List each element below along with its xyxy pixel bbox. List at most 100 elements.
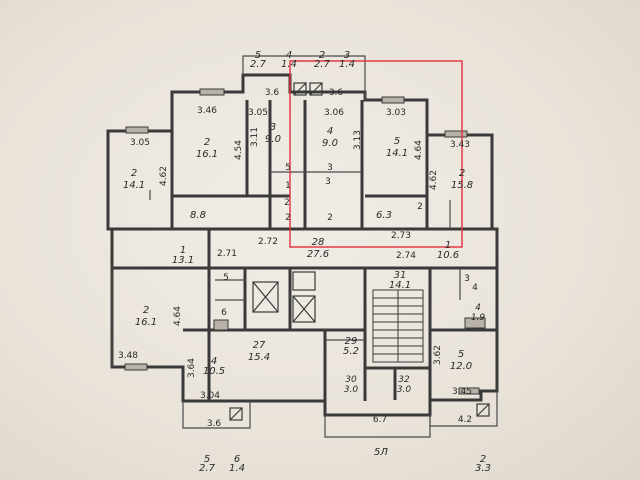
windows (124, 88, 486, 395)
bottom-label-num: 5 (204, 454, 210, 465)
room-area: 16.1 (196, 149, 218, 160)
small-room-numbers: 5 6 5 3 1 2 4 3 3 2 2 2 (221, 163, 478, 318)
room-area: 3.0 (397, 385, 412, 395)
top-balcony-labels: 5 2.7 4 1.4 2 2.7 3 1.4 (250, 50, 355, 70)
small-label: 2 (285, 213, 291, 223)
bottom-balcony-labels: 5 2.7 6 1.4 5Л 2 3.3 (199, 447, 491, 474)
room-area: 10.5 (203, 366, 225, 377)
stairs (372, 289, 424, 363)
room-number: 3 (270, 122, 276, 133)
dimension-label: 3.05 (130, 138, 150, 148)
dimension-label: 3.64 (187, 358, 197, 378)
top-label-num: 5 (255, 50, 261, 61)
small-label: 2 (327, 213, 333, 223)
thin-partitions (111, 171, 461, 367)
room-number: 2 (131, 168, 137, 179)
dimension-label: 2.72 (258, 237, 278, 247)
room-number: 30 (345, 375, 357, 385)
room-number: 2 (204, 137, 210, 148)
highlight-rectangle (289, 60, 463, 248)
room-area: 5.2 (343, 346, 359, 357)
shafts (229, 82, 490, 421)
bottom-label-num: 5Л (374, 447, 388, 458)
dimension-label: 3.62 (433, 345, 443, 365)
small-label: 4 (472, 283, 478, 293)
room-number: 28 (312, 237, 325, 248)
dimension-label: 3.04 (200, 391, 220, 401)
dimension-label: 4.54 (234, 140, 244, 160)
room-labels: 2 14.1 2 16.1 3 9.0 4 9.0 5 14.1 2 15.8 … (123, 122, 486, 395)
dimension-label: 2.74 (396, 251, 416, 261)
dimension-label: 4.64 (173, 306, 183, 326)
room-area: 27.6 (307, 249, 329, 260)
bottom-label-area: 3.3 (475, 463, 491, 474)
room-area: 15.4 (248, 352, 270, 363)
top-label-num: 3 (344, 50, 350, 61)
dimension-label: 3.43 (450, 140, 470, 150)
dimension-label: 2.71 (217, 249, 237, 259)
dimension-label: 2.73 (391, 231, 411, 241)
small-label: 3 (325, 177, 331, 187)
dimension-label: 3.46 (197, 106, 217, 116)
dimension-label: 3.06 (324, 108, 344, 118)
dimension-label: 3.05 (248, 108, 268, 118)
room-area: 13.1 (172, 255, 194, 266)
small-label: 5 (285, 163, 291, 173)
dimension-label: 3.6 (329, 88, 344, 98)
room-number: 29 (345, 336, 358, 347)
dimension-label: 3.45 (452, 387, 472, 397)
room-number: 4 (475, 303, 481, 313)
small-label: 5 (223, 273, 229, 283)
dimension-label: 3.13 (353, 130, 363, 150)
room-area: 9.0 (322, 138, 338, 149)
bottom-label-num: 2 (480, 454, 486, 465)
room-area: 16.1 (135, 317, 157, 328)
room-number: 5 (458, 349, 464, 360)
walls (106, 73, 499, 417)
top-label-area: 1.4 (339, 59, 355, 70)
dimension-label: 3.48 (118, 351, 138, 361)
top-label-area: 2.7 (314, 59, 331, 70)
dimension-label: 3.11 (250, 127, 260, 147)
room-number: 1 (180, 245, 186, 256)
small-label: 1 (285, 181, 291, 191)
room-number: 2 (459, 168, 465, 179)
small-label: 3 (327, 163, 333, 173)
elevators (252, 271, 316, 323)
room-area: 14.1 (386, 148, 408, 159)
bottom-label-num: 6 (234, 454, 240, 465)
top-label-num: 2 (319, 50, 325, 61)
room-number: 4 (211, 356, 217, 367)
room-number: 5 (394, 136, 400, 147)
bottom-label-area: 1.4 (229, 463, 245, 474)
dimension-labels: 3.46 3.05 3.6 3.6 3.05 3.06 3.03 3.43 4.… (118, 88, 472, 429)
small-label: 2 (284, 198, 290, 208)
room-area: 8.8 (190, 210, 206, 221)
room-area: 12.0 (450, 361, 472, 372)
room-area: 14.1 (389, 280, 411, 291)
top-label-num: 4 (286, 50, 292, 61)
room-number: 27 (253, 340, 266, 351)
top-label-area: 1.4 (281, 59, 297, 70)
room-area: 9.0 (265, 134, 281, 145)
small-label: 6 (221, 308, 227, 318)
top-label-area: 2.7 (250, 59, 267, 70)
room-area: 14.1 (123, 180, 145, 191)
room-number: 32 (398, 375, 410, 385)
dimension-label: 6.7 (373, 415, 387, 425)
room-area: 15.8 (451, 180, 473, 191)
dimension-label: 4.64 (414, 140, 424, 160)
dimension-label: 4.62 (429, 170, 439, 190)
bottom-label-area: 2.7 (199, 463, 216, 474)
room-area: 3.0 (344, 385, 359, 395)
room-area: 10.6 (437, 250, 459, 261)
room-area: 6.3 (376, 210, 392, 221)
room-area: 1.9 (471, 313, 486, 323)
room-number: 1 (445, 240, 451, 251)
dimension-label: 4.62 (159, 166, 169, 186)
balconies (182, 55, 498, 438)
room-number: 4 (327, 126, 333, 137)
room-number: 2 (143, 305, 149, 316)
